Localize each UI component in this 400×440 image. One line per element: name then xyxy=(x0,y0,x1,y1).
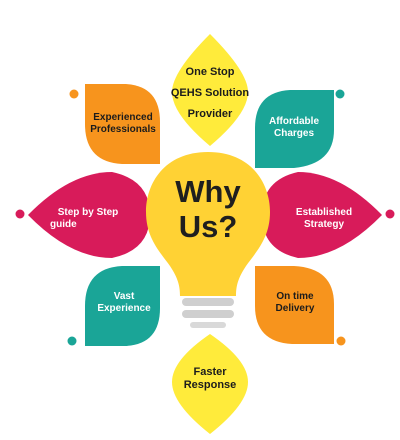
top-left-petal xyxy=(85,84,160,164)
bulb-text-line-2: Us? xyxy=(178,208,238,244)
bottom-right-line-1: On time xyxy=(276,291,314,302)
bottom-left-line-1: Vast xyxy=(113,291,135,302)
top-left-petal-text: Experienced Professionals xyxy=(84,112,162,135)
bottom-right-petal-text: On time Delivery xyxy=(256,291,334,314)
bottom-left-line-2: Experience xyxy=(97,302,151,314)
top-petal-text: One Stop QEHS Solution Provider xyxy=(160,62,260,125)
left-petal xyxy=(28,172,150,258)
dot-bottom-right xyxy=(336,336,346,346)
top-right-petal xyxy=(255,90,334,168)
bottom-petal-text: Faster Response xyxy=(170,366,250,391)
bulb-text-line-1: Why xyxy=(175,174,241,209)
left-line-2: guide xyxy=(50,218,77,230)
dot-top-left xyxy=(69,89,79,99)
dot-bottom-left xyxy=(67,336,77,346)
top-petal xyxy=(172,34,248,146)
bulb-base-1 xyxy=(182,298,234,306)
bottom-right-petal xyxy=(255,266,334,344)
top-line-1: One Stop xyxy=(185,66,235,78)
top-line-2: QEHS Solution xyxy=(170,86,250,99)
bulb-text: Why Us? xyxy=(158,174,258,244)
top-right-line-2: Charges xyxy=(273,127,314,139)
left-petal-text: Step by Step guide xyxy=(42,207,134,230)
bottom-left-petal-text: Vast Experience xyxy=(86,291,162,314)
bottom-line-2: Response xyxy=(183,378,237,391)
top-left-line-1: Experienced xyxy=(93,112,153,123)
left-line-1: Step by Step xyxy=(57,207,119,218)
bottom-line-1: Faster xyxy=(193,366,227,378)
bottom-petal xyxy=(172,334,248,434)
bottom-left-petal xyxy=(85,266,160,346)
right-line-2: Strategy xyxy=(303,218,344,230)
bulb-icon xyxy=(146,152,270,296)
bulb-base-3 xyxy=(190,322,226,328)
bulb-base-2 xyxy=(182,310,234,318)
dot-top-right xyxy=(335,89,345,99)
top-left-line-2: Professionals xyxy=(90,123,156,135)
right-petal-text: Established Strategy xyxy=(278,207,370,230)
top-line-3: Provider xyxy=(187,107,233,120)
top-right-petal-text: Affordable Charges xyxy=(254,116,334,139)
dot-right xyxy=(385,209,395,219)
right-line-1: Established xyxy=(295,207,353,218)
bottom-right-line-2: Delivery xyxy=(275,302,315,314)
top-right-line-1: Affordable xyxy=(269,116,319,127)
right-petal xyxy=(262,172,382,258)
dot-left xyxy=(15,209,25,219)
